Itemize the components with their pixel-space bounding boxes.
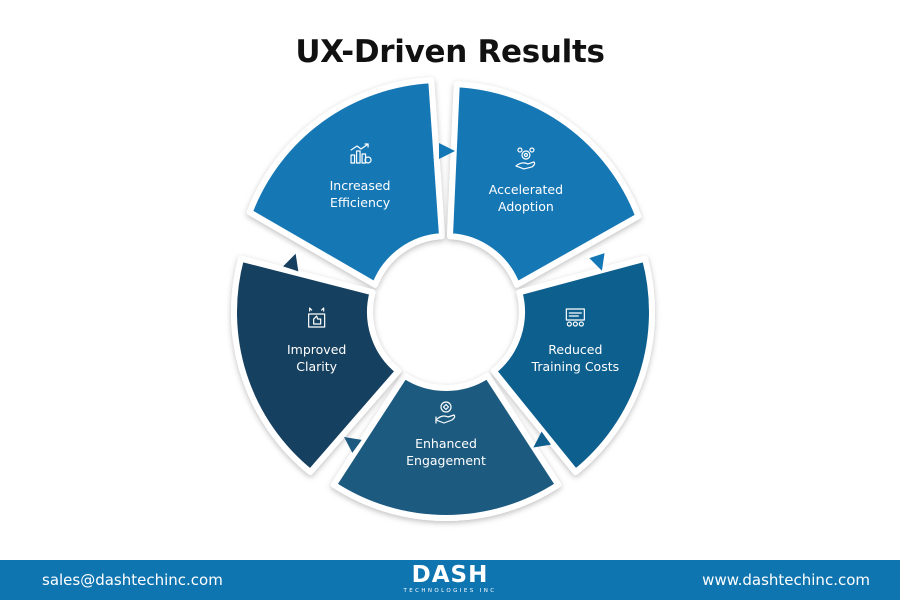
segment-improved-clarity bbox=[231, 255, 402, 476]
segment-label-line: Reduced bbox=[548, 342, 602, 357]
segment-label-line: Enhanced bbox=[415, 436, 477, 451]
segment-increased-efficiency bbox=[246, 77, 446, 288]
page-title: UX-Driven Results bbox=[295, 34, 605, 70]
growth-chart-icon bbox=[350, 143, 372, 164]
footer-bar: sales@dashtechinc.com DASH TECHNOLOGIES … bbox=[0, 560, 900, 600]
segment-enhanced-engagement bbox=[330, 372, 562, 521]
logo-subtitle: TECHNOLOGIES INC bbox=[403, 588, 497, 594]
flow-arrow-icon bbox=[589, 253, 605, 271]
gear-hand-icon bbox=[515, 147, 536, 170]
segment-reduced-training-costs bbox=[490, 255, 655, 476]
training-board-icon bbox=[565, 308, 585, 327]
segment-accelerated-adoption bbox=[446, 81, 642, 288]
dash-logo: DASH TECHNOLOGIES INC bbox=[380, 563, 520, 595]
segment-label-line: Clarity bbox=[296, 359, 337, 374]
engagement-hand-icon bbox=[435, 401, 456, 424]
thumbs-up-icon bbox=[308, 307, 326, 328]
segment-label-line: Improved bbox=[287, 342, 346, 357]
segment-label-line: Increased bbox=[330, 178, 391, 193]
footer-website-link[interactable]: www.dashtechinc.com bbox=[702, 571, 870, 589]
logo-word: DASH bbox=[411, 562, 489, 588]
flow-arrow-icon bbox=[533, 431, 551, 448]
flow-arrow-icon bbox=[344, 436, 362, 453]
segment-label-line: Training Costs bbox=[531, 359, 620, 374]
footer-email-link[interactable]: sales@dashtechinc.com bbox=[42, 571, 223, 589]
segment-label-line: Accelerated bbox=[489, 182, 563, 197]
flow-arrow-icon bbox=[439, 143, 455, 159]
segment-label-line: Adoption bbox=[498, 199, 554, 214]
flow-arrow-icon bbox=[283, 253, 299, 272]
segment-label-line: Efficiency bbox=[330, 195, 391, 210]
segment-label-line: Engagement bbox=[406, 453, 486, 468]
